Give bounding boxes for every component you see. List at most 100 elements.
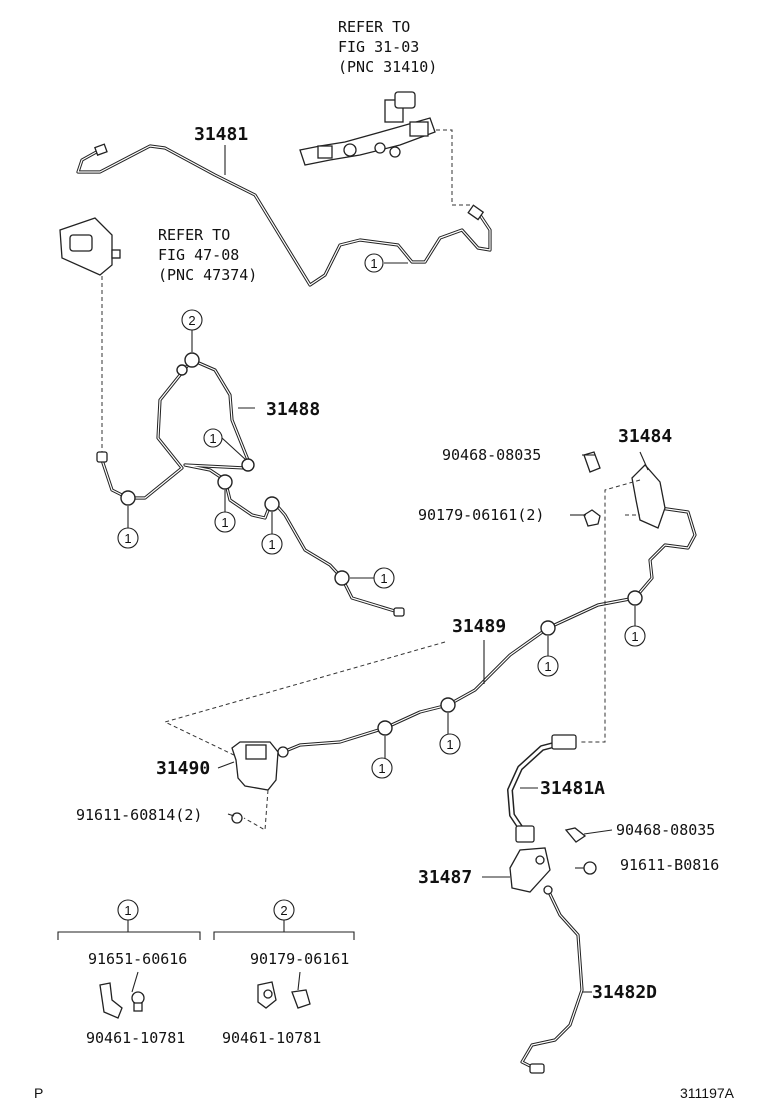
diagram-label: 1 <box>446 737 453 752</box>
diagram-shape <box>291 989 311 1009</box>
bracket-47374 <box>59 217 121 276</box>
callout-1-c <box>117 527 139 549</box>
pipe-31481 <box>76 143 492 287</box>
callout-2-a <box>181 309 203 331</box>
diagram-shape <box>245 744 267 760</box>
label-90468-b: 90468-08035 <box>616 821 715 839</box>
diagram-label: 1 <box>124 903 131 918</box>
diagram-shape <box>299 117 436 166</box>
diagram-circle <box>440 697 456 713</box>
diagram-shape <box>297 971 301 991</box>
diagram-circle <box>334 570 350 586</box>
label-31481: 31481 <box>194 124 248 145</box>
footer-code: 311197A <box>680 1085 735 1101</box>
diagram-shape <box>509 847 551 893</box>
pipe-31488 <box>96 352 405 617</box>
diagram-shape <box>317 145 333 159</box>
diagram-shape <box>99 982 123 1019</box>
footer-left: P <box>34 1085 43 1101</box>
label-31484: 31484 <box>618 426 672 447</box>
diagram-circle <box>264 496 280 512</box>
diagram-circle <box>176 364 188 376</box>
diagram-circle <box>543 885 553 895</box>
diagram-shape <box>243 789 269 831</box>
diagram-label: 90179-06161 <box>250 950 349 968</box>
hose-31482D <box>520 885 584 1074</box>
diagram-shape <box>213 920 355 940</box>
pipe-31489 <box>277 503 697 758</box>
diagram-shape <box>57 920 201 940</box>
diagram-label: 1 <box>631 629 638 644</box>
diagram-shape <box>521 889 583 1071</box>
diagram-circle <box>343 143 357 157</box>
diagram-label: 90461-10781 <box>86 1029 185 1047</box>
diagram-shape <box>639 451 649 471</box>
diagram-shape <box>564 827 587 843</box>
diagram-label: (PNC 31410) <box>338 58 437 76</box>
diagram-circle <box>231 812 243 824</box>
diagram-shape <box>111 249 121 259</box>
diagram-shape <box>394 91 416 109</box>
diagram-shape <box>467 204 485 221</box>
diagram-circle <box>241 458 255 472</box>
callout-1-d <box>214 511 236 533</box>
diagram-shape <box>76 144 492 287</box>
diagram-circle <box>374 142 386 154</box>
diagram-label: REFER TO <box>158 226 230 244</box>
diagram-shape <box>227 813 235 817</box>
diagram-label: 1 <box>268 537 275 552</box>
diagram-shape <box>69 234 93 252</box>
bracket-31484 <box>583 451 666 529</box>
diagram-circle <box>263 989 273 999</box>
label-31487: 31487 <box>418 867 472 888</box>
diagram-shape <box>217 761 235 769</box>
callout-1-g <box>537 655 559 677</box>
diagram-label: 1 <box>544 659 551 674</box>
bracket-31490 <box>231 741 279 831</box>
diagram-label: 1 <box>221 515 228 530</box>
callout-1-j <box>371 757 393 779</box>
diagram-shape <box>94 143 108 156</box>
callout-1-i <box>439 733 461 755</box>
callout-1-b <box>203 428 223 448</box>
legend-group-1: 1 91651-60616 90461-10781 <box>57 899 201 1047</box>
diagram-shape <box>131 971 139 993</box>
diagram-label: 1 <box>370 256 377 271</box>
diagram-label: 1 <box>124 531 131 546</box>
diagram-circle <box>535 855 545 865</box>
diagram-circle <box>120 490 136 506</box>
callout-1-e <box>261 533 283 555</box>
diagram-shape <box>393 607 405 617</box>
label-90468-a: 90468-08035 <box>442 446 541 464</box>
label-91611-b: 91611-B0816 <box>620 856 719 874</box>
diagram-circle <box>377 720 393 736</box>
bracket-31487 <box>509 827 597 893</box>
diagram-shape <box>221 437 247 461</box>
diagram-circle <box>583 861 597 875</box>
diagram-shape <box>282 507 696 753</box>
diagram-circle <box>389 146 401 158</box>
ref-master-cylinder: REFER TO FIG 31-03 (PNC 31410) <box>338 18 437 76</box>
diagram-shape <box>133 1002 143 1012</box>
diagram-label: 90461-10781 <box>222 1029 321 1047</box>
diagram-circle <box>131 991 145 1005</box>
label-31490: 31490 <box>156 758 210 779</box>
diagram-shape <box>100 358 400 614</box>
diagram-label: 91651-60616 <box>88 950 187 968</box>
diagram-label: 2 <box>188 313 195 328</box>
diagram-shape <box>436 129 470 206</box>
diagram-shape <box>515 825 535 843</box>
diagram-shape <box>96 451 108 463</box>
diagram-label: FIG 47-08 <box>158 246 239 264</box>
label-91611-a: 91611-60814(2) <box>76 806 202 824</box>
diagram-circle <box>277 746 289 758</box>
diagram-label: 1 <box>380 571 387 586</box>
diagram-shape <box>551 734 577 750</box>
diagram-shape <box>583 829 613 835</box>
diagram-shape <box>409 121 429 137</box>
diagram-label: 1 <box>378 761 385 776</box>
diagram-circle <box>627 590 643 606</box>
diagram-shape <box>580 479 641 743</box>
